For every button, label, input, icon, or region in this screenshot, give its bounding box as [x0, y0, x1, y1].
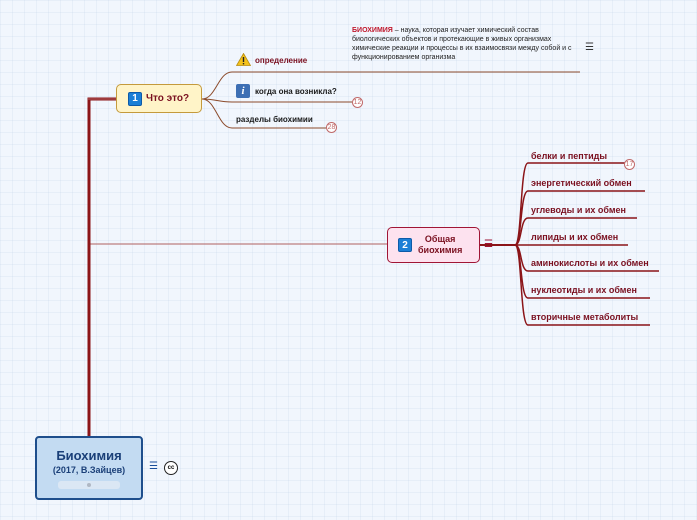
leaf-carbohydrates[interactable]: углеводы и их обмен: [531, 205, 626, 215]
child-count-badge[interactable]: 12: [352, 97, 363, 108]
note-lines-icon[interactable]: ☰: [585, 42, 594, 53]
root-subtitle: (2017, В.Зайцев): [52, 465, 126, 475]
leaf-lipids[interactable]: липиды и их обмен: [531, 232, 619, 242]
topic-label-line1: Общая: [424, 234, 456, 244]
root-collapse-bar[interactable]: [58, 481, 120, 489]
topic-label: Что это?: [146, 93, 190, 104]
creative-commons-icon[interactable]: cc: [164, 461, 178, 475]
definition-term: БИОХИМИЯ: [352, 27, 393, 34]
child-count-badge[interactable]: 28: [326, 122, 337, 133]
collapse-dot-icon: [87, 483, 91, 487]
topic-number-badge: 1: [128, 91, 142, 106]
child-count-badge[interactable]: 17: [624, 159, 635, 170]
note-lines-icon[interactable]: ☰: [484, 239, 493, 250]
leaf-energy-metabolism[interactable]: энергетический обмен: [531, 178, 632, 188]
topic-what-is-it[interactable]: 1 Что это?: [116, 84, 202, 113]
leaf-secondary-metabolites[interactable]: вторичные метаболиты: [531, 312, 639, 322]
leaf-when-originated[interactable]: когда она возникла?: [255, 87, 337, 96]
note-lines-icon[interactable]: ☰: [149, 461, 158, 472]
definition-note: БИОХИМИЯ – наука, которая изучает химиче…: [352, 26, 572, 62]
root-title: Биохимия: [56, 448, 122, 463]
leaf-nucleotides[interactable]: нуклеотиды и их обмен: [531, 285, 637, 295]
leaf-sections[interactable]: разделы биохимии: [236, 115, 313, 124]
leaf-proteins[interactable]: белки и пептиды: [531, 151, 608, 161]
leaf-definition[interactable]: определение: [255, 56, 308, 65]
leaf-amino-acids[interactable]: аминокислоты и их обмен: [531, 258, 649, 268]
topic-number-badge: 2: [398, 238, 412, 252]
warning-icon: [236, 53, 251, 66]
info-icon: i: [236, 84, 250, 98]
topic-label-line2: биохимия: [418, 245, 463, 255]
root-node[interactable]: Биохимия (2017, В.Зайцев): [35, 436, 143, 500]
definition-text: – наука, которая изучает химический сост…: [352, 27, 572, 61]
